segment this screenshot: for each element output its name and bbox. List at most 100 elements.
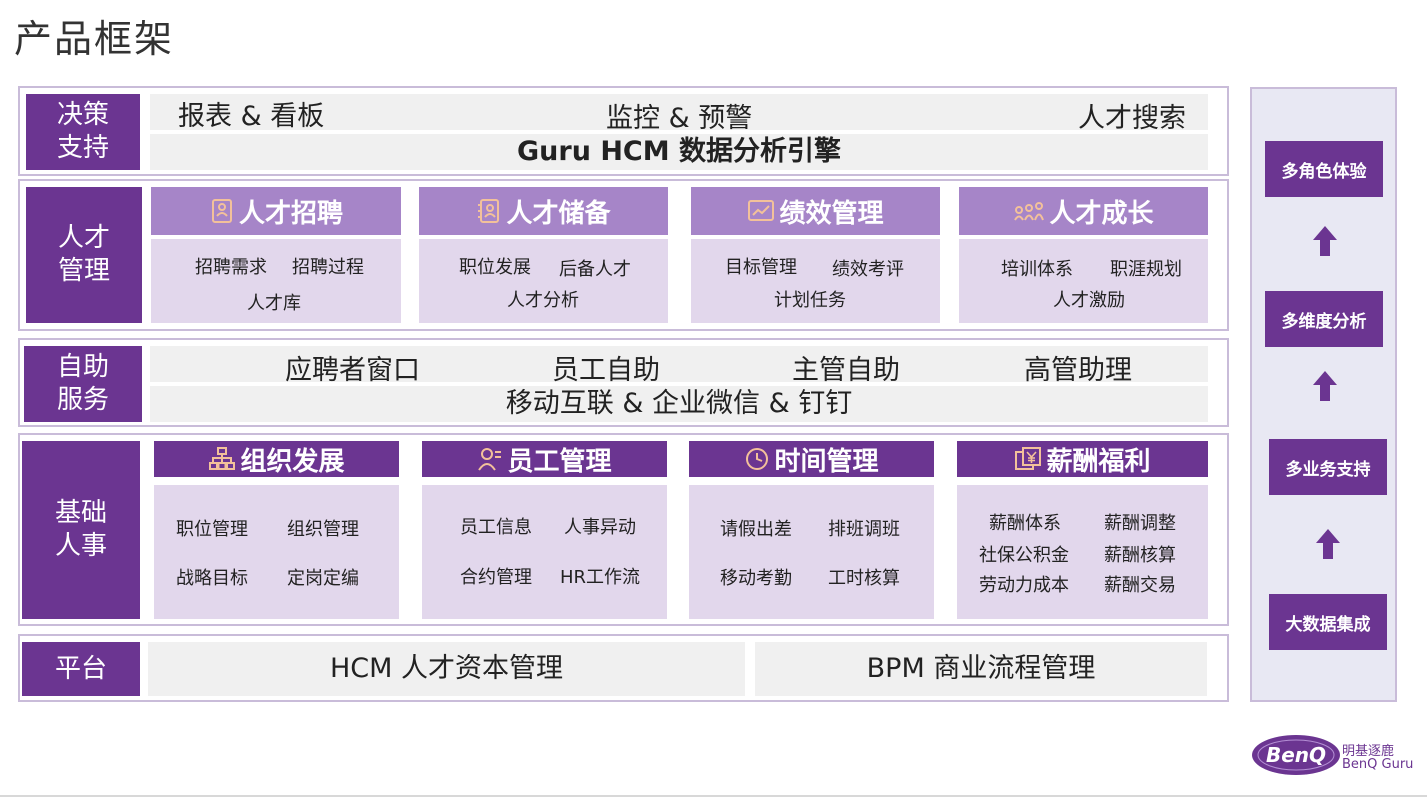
list-item: 职位发展 — [459, 257, 531, 278]
decision-support-label-text: 决策 支持 — [56, 100, 109, 163]
sidebar-item-multi-business: 多业务支持 — [1269, 439, 1387, 495]
list-item: 职涯规划 — [1110, 259, 1182, 280]
module-growth-title: 人才成长 — [1049, 198, 1154, 229]
list-item: 人才激励 — [1053, 290, 1125, 311]
talent-management-label: 人才 管理 — [26, 187, 142, 323]
list-item: HR工作流 — [560, 567, 641, 588]
list-item: 劳动力成本 — [979, 575, 1069, 596]
list-item: 培训体系 — [1001, 259, 1073, 280]
self-service-item-employee: 员工自助 — [552, 355, 660, 386]
self-service-item-applicant: 应聘者窗口 — [285, 355, 420, 386]
list-item: 人才库 — [247, 293, 301, 314]
list-item: 计划任务 — [774, 290, 846, 311]
decision-item-search: 人才搜索 — [1078, 103, 1186, 134]
engine-bar — [150, 134, 1208, 170]
module-reserve-body: 职位发展 后备人才 人才分析 — [419, 239, 668, 323]
benq-guru-logo: BenQ 明基逐鹿 BenQ Guru — [1250, 732, 1420, 782]
list-item: 招聘需求 — [195, 257, 267, 278]
org-icon — [208, 446, 236, 472]
decision-items-bar — [150, 94, 1208, 130]
list-item: 社保公积金 — [979, 545, 1069, 566]
module-growth: 人才成长 培训体系 职涯规划 人才激励 — [959, 187, 1208, 323]
module-payroll-header: 薪酬福利 — [957, 441, 1208, 477]
list-item: 人事异动 — [564, 517, 636, 538]
list-item: 目标管理 — [725, 257, 797, 278]
up-arrow-icon — [1312, 225, 1338, 261]
decision-item-reports: 报表 & 看板 — [178, 101, 325, 132]
decision-item-monitor: 监控 & 预警 — [606, 103, 753, 134]
module-employee: 员工管理 员工信息 人事异动 合约管理 HR工作流 — [422, 441, 667, 619]
clock-icon — [744, 446, 770, 472]
module-growth-body: 培训体系 职涯规划 人才激励 — [959, 239, 1208, 323]
module-growth-header: 人才成长 — [959, 187, 1208, 235]
talent-management-row: 人才 管理 人才招聘 招聘需求 招聘过程 人才库 人才储备 职位发展 后备人才 … — [18, 179, 1229, 331]
module-time-title: 时间管理 — [774, 446, 879, 477]
list-item: 人才分析 — [507, 290, 579, 311]
logo-en: BenQ Guru — [1342, 757, 1414, 772]
decision-support-row: 决策 支持 报表 & 看板 监控 & 预警 人才搜索 Guru HCM 数据分析… — [18, 86, 1229, 176]
module-reserve: 人才储备 职位发展 后备人才 人才分析 — [419, 187, 668, 323]
list-item: 请假出差 — [720, 519, 792, 540]
list-item: 招聘过程 — [292, 257, 364, 278]
footer-divider — [0, 795, 1427, 797]
up-arrow-icon — [1312, 370, 1338, 406]
module-employee-title: 员工管理 — [507, 446, 612, 477]
list-item: 合约管理 — [460, 567, 532, 588]
module-time-header: 时间管理 — [689, 441, 934, 477]
self-service-item-manager: 主管自助 — [792, 355, 900, 386]
platform-label: 平台 — [22, 642, 140, 696]
decision-support-label: 决策 支持 — [26, 94, 140, 170]
talent-management-label-text: 人才 管理 — [57, 223, 110, 286]
module-payroll: 薪酬福利 薪酬体系 薪酬调整 社保公积金 薪酬核算 劳动力成本 薪酬交易 — [957, 441, 1208, 619]
list-item: 员工信息 — [460, 517, 532, 538]
self-service-item-executive: 高管助理 — [1024, 355, 1132, 386]
reserve-icon — [476, 198, 502, 224]
recruit-icon — [209, 198, 235, 224]
module-org-title: 组织发展 — [240, 446, 345, 477]
module-reserve-title: 人才储备 — [506, 198, 611, 229]
mobile-title: 移动互联 & 企业微信 & 钉钉 — [505, 388, 853, 419]
platform-bpm: BPM 商业流程管理 — [866, 653, 1096, 684]
basic-hr-label: 基础 人事 — [22, 441, 140, 619]
logo-cn: 明基逐鹿 — [1342, 744, 1395, 759]
module-performance: 绩效管理 目标管理 绩效考评 计划任务 — [691, 187, 940, 323]
up-arrow-icon — [1315, 528, 1341, 564]
payroll-icon — [1014, 446, 1042, 472]
list-item: 职位管理 — [176, 519, 248, 540]
list-item: 薪酬交易 — [1104, 575, 1176, 596]
logo-brand: BenQ — [1265, 743, 1327, 767]
module-performance-header: 绩效管理 — [691, 187, 940, 235]
engine-title: Guru HCM 数据分析引擎 — [517, 136, 841, 167]
list-item: 薪酬体系 — [989, 513, 1061, 534]
module-recruitment-header: 人才招聘 — [151, 187, 401, 235]
module-performance-title: 绩效管理 — [779, 198, 884, 229]
list-item: 定岗定编 — [287, 568, 359, 589]
module-org: 组织发展 职位管理 组织管理 战略目标 定岗定编 — [154, 441, 399, 619]
list-item: 战略目标 — [176, 568, 248, 589]
module-employee-header: 员工管理 — [422, 441, 667, 477]
module-reserve-header: 人才储备 — [419, 187, 668, 235]
basic-hr-row: 基础 人事 组织发展 职位管理 组织管理 战略目标 定岗定编 员工管理 员工信息… — [18, 433, 1229, 626]
module-recruitment-title: 人才招聘 — [238, 198, 343, 229]
module-employee-body: 员工信息 人事异动 合约管理 HR工作流 — [422, 485, 667, 619]
module-payroll-body: 薪酬体系 薪酬调整 社保公积金 薪酬核算 劳动力成本 薪酬交易 — [957, 485, 1208, 619]
module-recruitment: 人才招聘 招聘需求 招聘过程 人才库 — [151, 187, 401, 323]
chart-icon — [747, 198, 775, 224]
benq-logo-icon — [1252, 735, 1340, 775]
module-payroll-title: 薪酬福利 — [1046, 446, 1151, 477]
list-item: 组织管理 — [287, 519, 359, 540]
platform-row: 平台 HCM 人才资本管理 BPM 商业流程管理 — [18, 634, 1229, 702]
growth-icon — [1013, 198, 1045, 224]
sidebar-item-multi-dimension: 多维度分析 — [1265, 291, 1383, 347]
list-item: 排班调班 — [828, 519, 900, 540]
page-title: 产品框架 — [14, 17, 175, 61]
platform-bpm-bar — [755, 642, 1207, 696]
platform-label-text: 平台 — [54, 653, 107, 684]
module-performance-body: 目标管理 绩效考评 计划任务 — [691, 239, 940, 323]
platform-hcm-bar — [148, 642, 745, 696]
basic-hr-label-text: 基础 人事 — [54, 498, 107, 561]
list-item: 绩效考评 — [832, 259, 904, 280]
self-service-label-text: 自助 服务 — [56, 352, 109, 415]
employee-icon — [477, 446, 503, 472]
sidebar-item-big-data: 大数据集成 — [1269, 594, 1387, 650]
